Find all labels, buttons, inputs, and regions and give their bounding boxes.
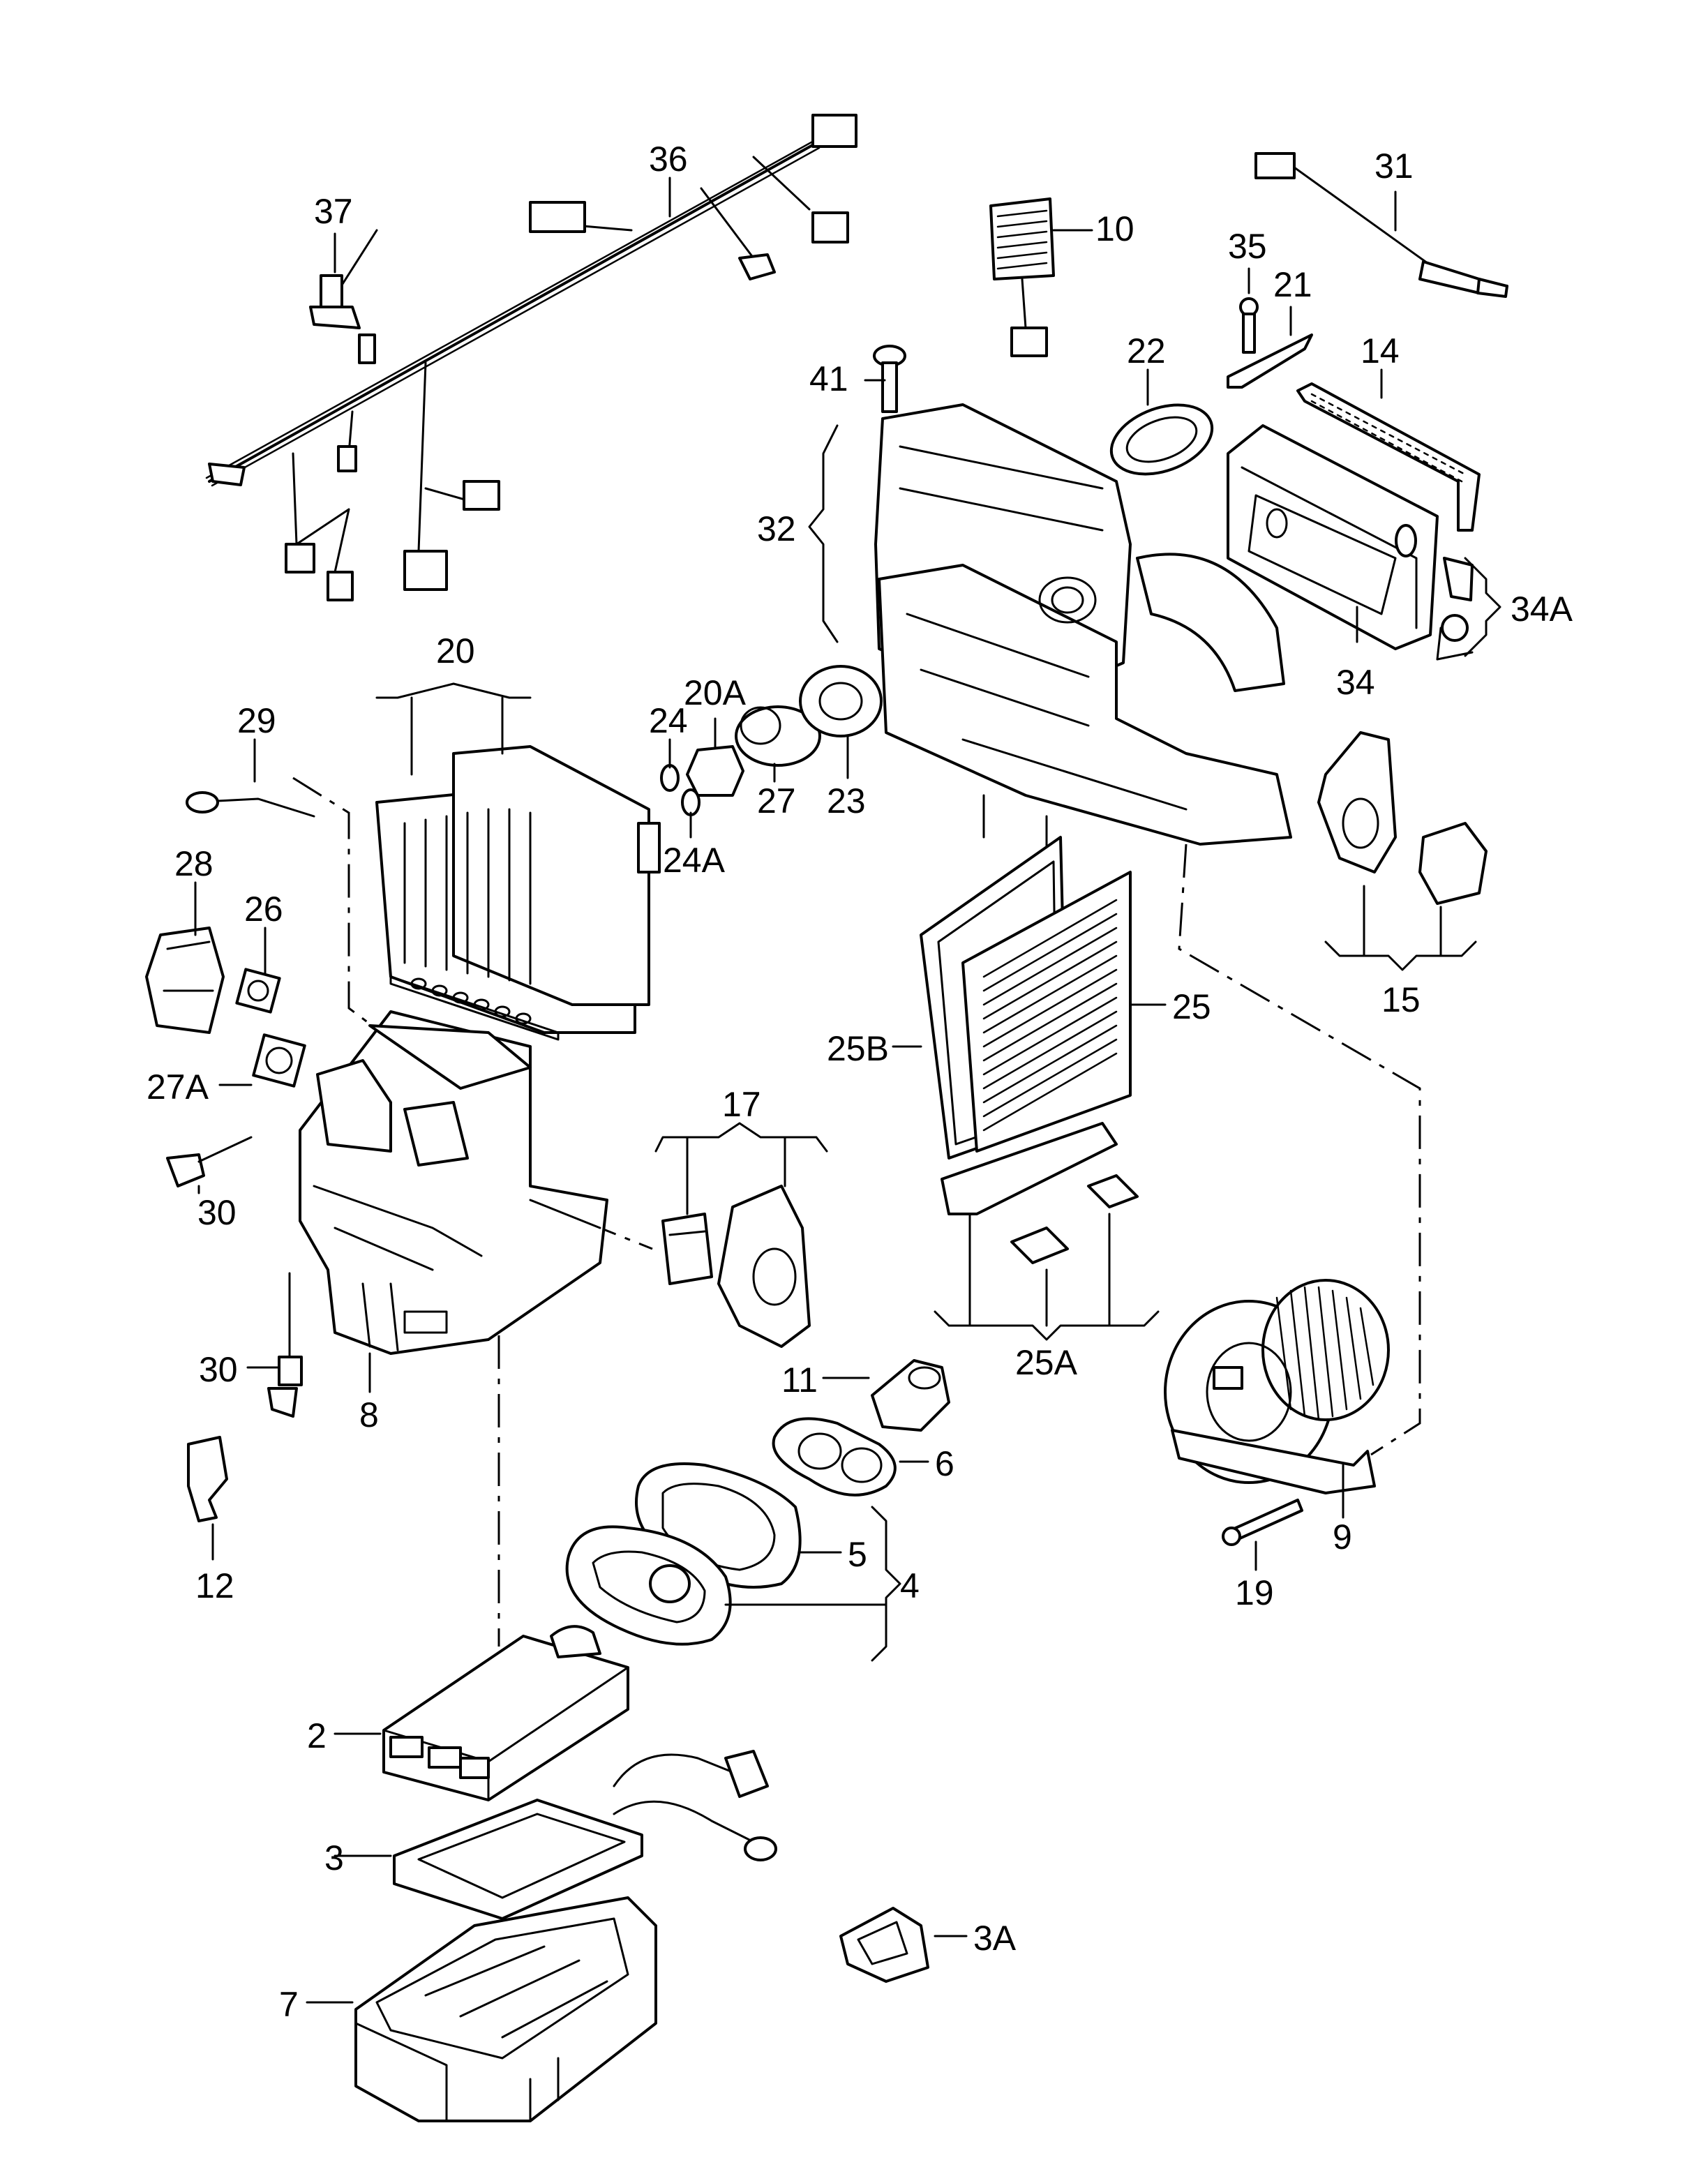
part-15-actuators[interactable] <box>1317 731 1488 905</box>
leader-lines <box>194 177 1501 2004</box>
part-31-temp-sender[interactable] <box>1254 152 1508 298</box>
part-28-bracket[interactable] <box>145 927 225 1034</box>
label-14: 14 <box>1361 331 1400 370</box>
part-29-sensor[interactable] <box>186 791 315 818</box>
callout-labels: 36 37 10 31 35 21 22 14 41 32 34A 34 20 … <box>147 140 1573 2024</box>
part-23-grommet[interactable] <box>799 665 883 737</box>
part-2-pipes[interactable] <box>613 1750 777 1861</box>
part-25-filter[interactable] <box>961 871 1132 1153</box>
part-24-oring[interactable] <box>660 764 680 792</box>
label-8: 8 <box>359 1395 379 1434</box>
label-27A: 27A <box>147 1067 209 1107</box>
label-11: 11 <box>781 1360 818 1400</box>
part-3-filter[interactable] <box>393 1799 643 1920</box>
label-25B: 25B <box>827 1029 889 1068</box>
part-9-blower[interactable] <box>1164 1279 1390 1494</box>
label-35: 35 <box>1228 227 1267 266</box>
part-24A-oring[interactable] <box>681 788 701 816</box>
label-22: 22 <box>1127 331 1166 370</box>
label-25A: 25A <box>1015 1343 1078 1382</box>
label-3A: 3A <box>973 1919 1017 1958</box>
label-15: 15 <box>1381 980 1421 1019</box>
label-30-lower: 30 <box>199 1350 238 1389</box>
part-30-sensor-lower[interactable] <box>267 1272 303 1418</box>
part-19-screw[interactable] <box>1222 1499 1303 1546</box>
label-28: 28 <box>174 844 214 883</box>
label-6: 6 <box>935 1444 954 1483</box>
part-11-connector[interactable] <box>871 1359 950 1432</box>
label-37: 37 <box>314 192 353 231</box>
label-19: 19 <box>1235 1573 1274 1612</box>
label-41: 41 <box>809 359 848 398</box>
part-30-sensor-upper[interactable] <box>166 1136 253 1187</box>
label-34: 34 <box>1336 663 1375 702</box>
part-27A-motor[interactable] <box>252 1033 306 1088</box>
part-34-housing[interactable] <box>1227 424 1439 650</box>
part-20A-valve[interactable] <box>686 745 744 797</box>
label-31: 31 <box>1374 147 1414 186</box>
label-36: 36 <box>649 140 688 179</box>
label-4: 4 <box>900 1566 920 1605</box>
part-37-sensor[interactable] <box>309 229 378 364</box>
label-29: 29 <box>237 701 276 740</box>
part-34A-gears[interactable] <box>1436 557 1474 661</box>
label-20: 20 <box>436 631 475 670</box>
part-8-heater-housing[interactable] <box>299 1010 608 1355</box>
part-7-lower-housing[interactable] <box>354 1896 657 2122</box>
part-4-seal[interactable] <box>565 1525 732 1646</box>
part-25A-filter-parts[interactable] <box>941 1122 1139 1264</box>
label-30-upper: 30 <box>197 1193 237 1232</box>
part-10-sensor-element[interactable] <box>989 197 1055 357</box>
label-34A: 34A <box>1511 590 1573 629</box>
label-3: 3 <box>324 1838 344 1877</box>
part-35-screw[interactable] <box>1239 297 1259 354</box>
part-6-seal[interactable] <box>772 1417 897 1497</box>
label-9: 9 <box>1333 1517 1352 1557</box>
label-7: 7 <box>279 1985 299 2024</box>
label-24: 24 <box>649 701 688 740</box>
label-32: 32 <box>757 509 796 548</box>
part-21-bracket[interactable] <box>1227 333 1313 389</box>
label-12: 12 <box>195 1566 234 1605</box>
label-21: 21 <box>1273 265 1312 304</box>
part-22-seal[interactable] <box>1102 392 1222 487</box>
part-26-motor[interactable] <box>235 968 281 1014</box>
part-41-screw[interactable] <box>873 345 906 413</box>
label-2: 2 <box>307 1716 327 1755</box>
part-2-heater-core[interactable] <box>382 1625 629 1801</box>
part-17-actuator[interactable] <box>661 1185 811 1348</box>
label-27: 27 <box>757 781 796 820</box>
part-14-gasket[interactable] <box>1296 382 1481 532</box>
label-5: 5 <box>848 1535 867 1574</box>
label-24A: 24A <box>663 841 726 880</box>
label-26: 26 <box>244 890 283 929</box>
label-23: 23 <box>827 781 866 820</box>
part-27-seal[interactable] <box>735 705 821 767</box>
label-17: 17 <box>722 1085 761 1124</box>
part-36-wiring-harness[interactable] <box>205 114 857 601</box>
part-20-evaporator[interactable] <box>375 745 661 1041</box>
label-10: 10 <box>1095 209 1134 248</box>
part-32-housing-upper[interactable] <box>874 403 1292 849</box>
part-12-clip[interactable] <box>187 1436 228 1522</box>
label-25: 25 <box>1172 987 1211 1026</box>
part-3A-clip[interactable] <box>839 1907 929 1983</box>
label-20A: 20A <box>684 673 747 712</box>
